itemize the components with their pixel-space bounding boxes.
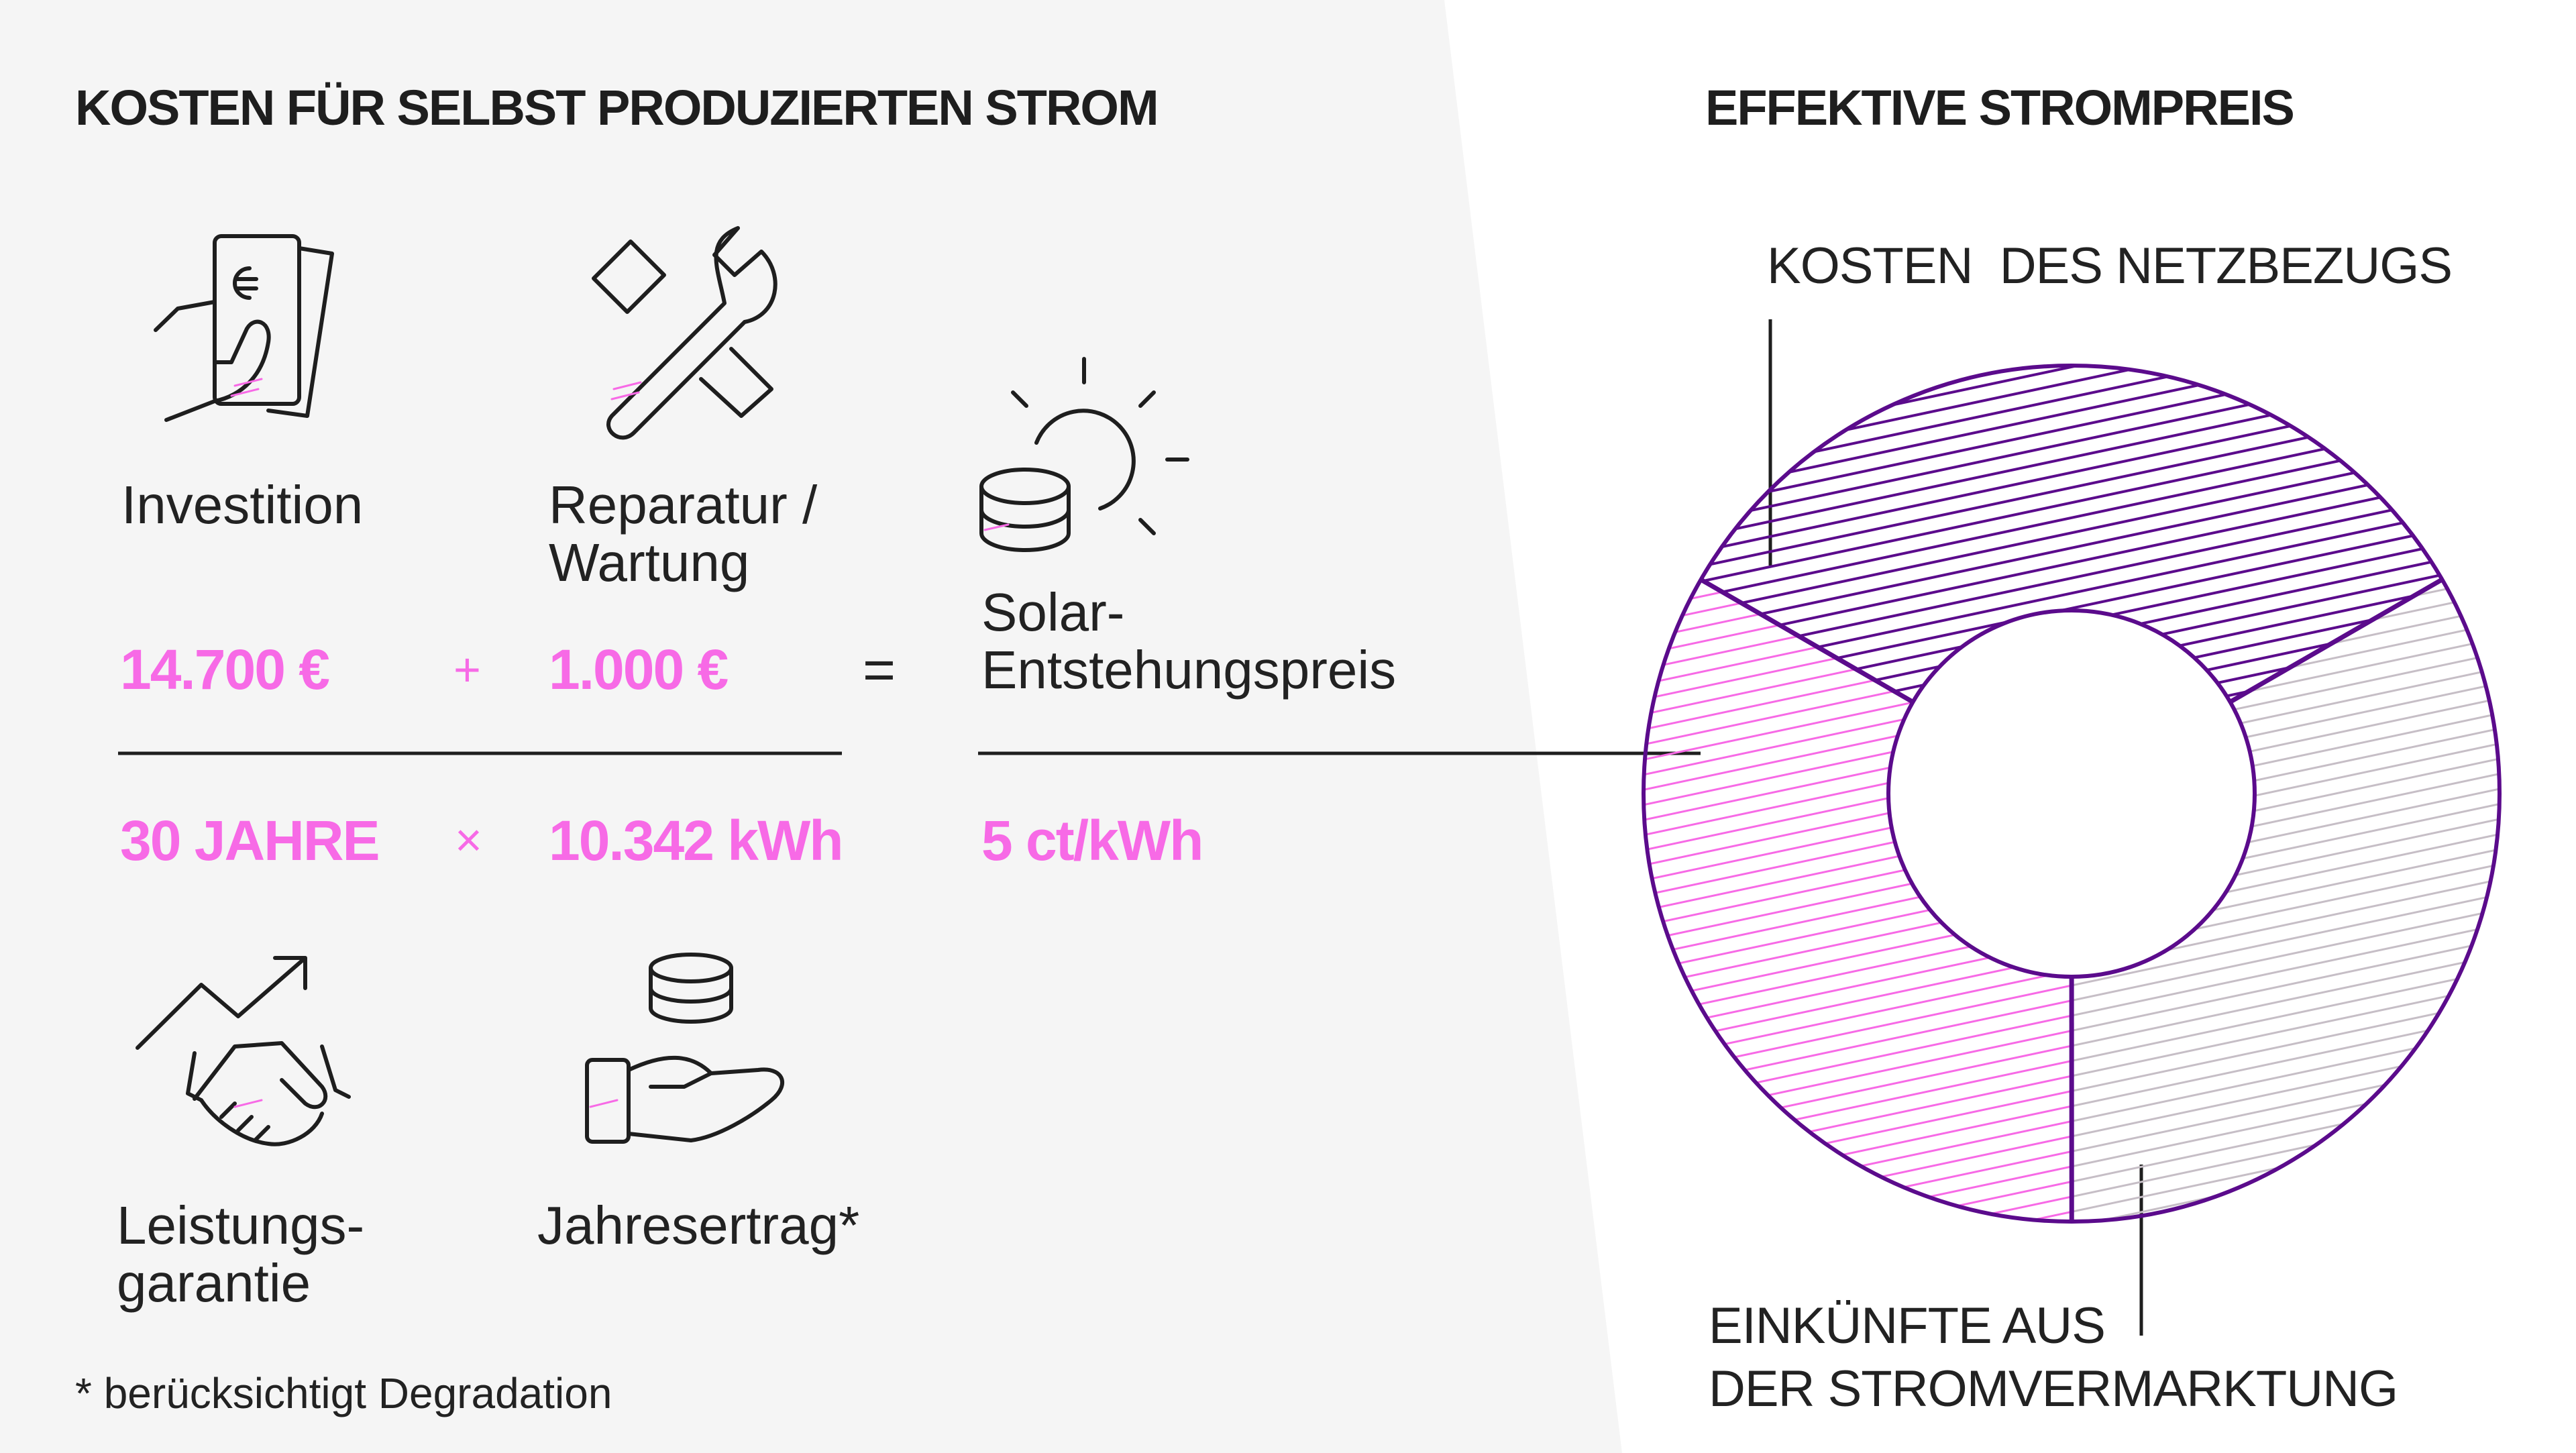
einkuenfte-label-1: EINKÜNFTE AUS (1709, 1297, 2106, 1354)
times-sign: × (455, 814, 482, 866)
garantie-label-1: Leistungs- (117, 1195, 365, 1255)
money-hand-icon (154, 234, 334, 422)
reparatur-label-2: Wartung (549, 533, 750, 592)
netzbezug-label: KOSTEN DES NETZBEZUGS (1767, 237, 2453, 294)
einkuenfte-label-2: DER STROMVERMARKTUNG (1709, 1360, 2398, 1417)
tools-icon (592, 226, 777, 440)
reparatur-value: 1.000 € (549, 638, 729, 701)
donut-divider (1699, 577, 1915, 704)
investition-value: 14.700 € (120, 638, 330, 701)
result-value: 5 ct/kWh (981, 809, 1203, 872)
coins-hand-icon (585, 953, 785, 1144)
solar-label-2: Entstehungspreis (981, 640, 1397, 700)
garantie-label-2: garantie (117, 1253, 311, 1313)
solar-label-1: Solar- (981, 582, 1125, 642)
ertrag-label: Jahresertrag* (537, 1195, 860, 1255)
ertrag-value: 10.342 kWh (549, 809, 844, 872)
donut-segment-einkuenfte (2072, 579, 2500, 1222)
donut-chart (1642, 364, 2502, 1224)
donut-segment-netzbezug (1701, 366, 2443, 702)
donut-segment-solar (1643, 580, 2072, 1222)
plus-sign: + (453, 643, 481, 696)
garantie-value: 30 JAHRE (120, 809, 380, 872)
cost-title: KOSTEN FÜR SELBST PRODUZIERTEN STROM (75, 80, 1159, 136)
donut-inner-ring (1886, 608, 2257, 979)
equals-sign: = (863, 638, 896, 701)
price-title: EFFEKTIVE STROMPREIS (1705, 80, 2295, 136)
footnote: * berücksichtigt Degradation (75, 1369, 612, 1417)
handshake-icon (136, 956, 351, 1146)
left-panel-background (0, 0, 1622, 1453)
reparatur-label-1: Reparatur / (549, 475, 818, 535)
sun-coins-icon (979, 357, 1189, 552)
investition-label: Investition (121, 475, 364, 535)
donut-divider (2229, 577, 2444, 704)
